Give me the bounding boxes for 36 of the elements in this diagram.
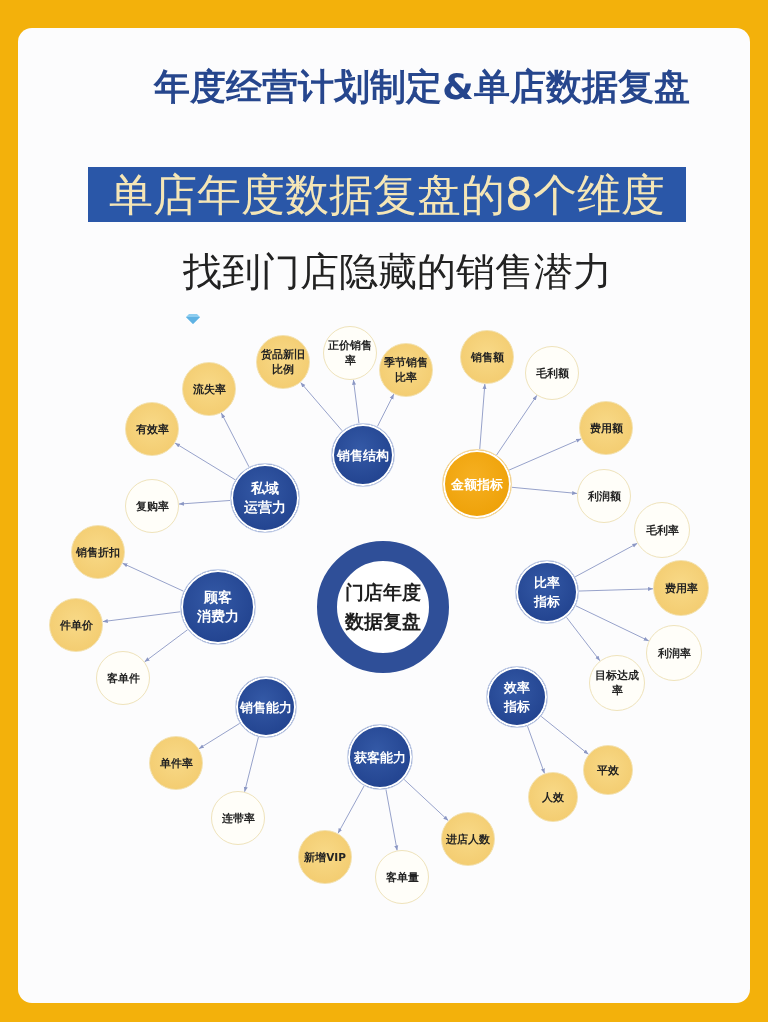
metric-label: 利润率 [656, 645, 692, 661]
dimension-label: 比率指标 [532, 574, 561, 611]
metric-label: 目标达成率 [594, 668, 640, 698]
metric-label: 件单价 [58, 617, 94, 633]
metric-label: 复购率 [134, 498, 170, 514]
metric-label: 毛利率 [644, 522, 680, 538]
metric-label: 人效 [541, 789, 565, 805]
metric-label: 销售额 [469, 349, 505, 365]
metric-label: 费用额 [588, 420, 624, 436]
metric-label: 流失率 [191, 381, 227, 397]
dimension-label: 销售能力 [240, 698, 292, 717]
metric-label: 平效 [596, 762, 620, 778]
subtitle: 找到门店隐藏的销售潜力 [181, 248, 613, 296]
metric-label: 季节销售比率 [383, 355, 429, 385]
metric-label: 利润额 [586, 488, 622, 504]
center-label: 门店年度数据复盘 [344, 580, 422, 634]
dimension-label: 销售结构 [337, 446, 389, 465]
dimension-label: 效率指标 [502, 679, 531, 716]
metric-label: 费用率 [663, 580, 699, 596]
metric-label: 货品新旧比例 [260, 347, 306, 377]
metric-label: 客单量 [384, 869, 420, 885]
metric-label: 销售折扣 [75, 544, 121, 560]
dimension-label: 获客能力 [354, 748, 406, 767]
metric-label: 单件率 [158, 755, 194, 771]
metric-label: 进店人数 [445, 831, 491, 847]
metric-label: 正价销售率 [327, 338, 373, 368]
dimension-label: 顾客消费力 [196, 588, 240, 626]
page-title: 年度经营计划制定&单店数据复盘 [152, 65, 691, 109]
metric-label: 有效率 [134, 421, 170, 437]
dimension-label: 金额指标 [451, 475, 503, 494]
banner-heading: 单店年度数据复盘的8个维度 [109, 168, 665, 221]
dimension-label: 私域运营力 [243, 479, 287, 517]
metric-label: 新增VIP [303, 849, 347, 865]
metric-label: 连带率 [220, 810, 256, 826]
metric-label: 客单件 [105, 670, 141, 686]
metric-label: 毛利额 [534, 365, 570, 381]
